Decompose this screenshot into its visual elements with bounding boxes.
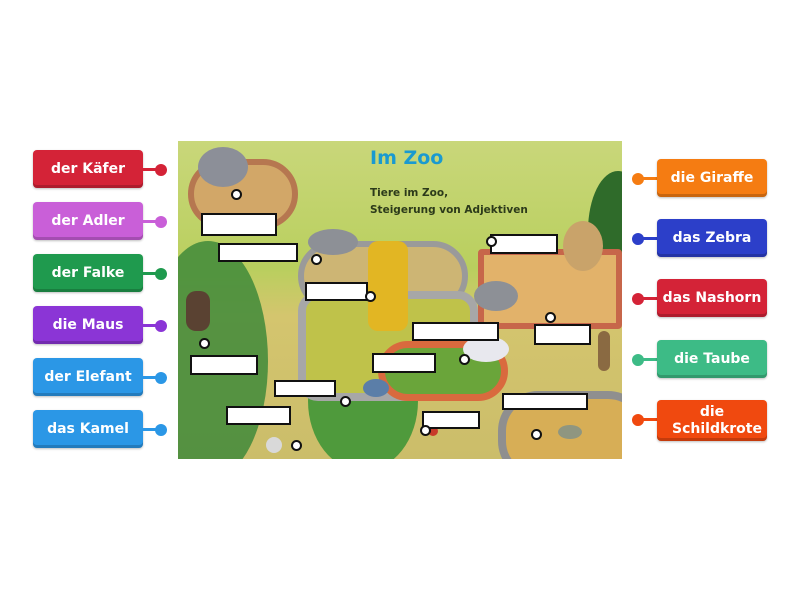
connector-dot[interactable]: [632, 293, 644, 305]
connector-dot[interactable]: [632, 173, 644, 185]
drop-box[interactable]: [372, 353, 436, 373]
drop-box[interactable]: [490, 234, 558, 254]
label-text: das Zebra: [672, 229, 752, 246]
pin-marker: [291, 440, 302, 451]
label-der-adler[interactable]: der Adler: [33, 202, 143, 240]
pin-marker: [545, 312, 556, 323]
label-die-maus[interactable]: die Maus: [33, 306, 143, 344]
connector-dot[interactable]: [632, 354, 644, 366]
eagle-figure: [186, 291, 210, 331]
label-die-taube[interactable]: die Taube: [657, 340, 767, 378]
connector-line: [143, 376, 157, 379]
connector-line: [640, 237, 658, 240]
label-text: der Adler: [51, 212, 125, 229]
label-text: die Taube: [674, 350, 750, 367]
label-text: das Kamel: [47, 420, 129, 437]
drop-box[interactable]: [412, 322, 499, 341]
connector-dot[interactable]: [632, 414, 644, 426]
drop-box[interactable]: [502, 393, 588, 410]
pin-marker: [531, 429, 542, 440]
giraffe-figure: [368, 241, 408, 331]
connector-line: [143, 168, 157, 171]
pin-marker: [199, 338, 210, 349]
drop-box[interactable]: [201, 213, 277, 236]
scene-title: Im Zoo: [370, 147, 444, 169]
connector-dot[interactable]: [155, 320, 167, 332]
pigeon-figure: [363, 379, 389, 397]
label-text: die Schildkrote: [672, 403, 762, 437]
connector-line: [143, 272, 157, 275]
label-die-giraffe[interactable]: die Giraffe: [657, 159, 767, 197]
label-text: der Elefant: [44, 368, 132, 385]
mouse-figure: [266, 437, 282, 453]
pin-marker: [420, 425, 431, 436]
drop-box[interactable]: [190, 355, 258, 375]
pin-marker: [365, 291, 376, 302]
pin-marker: [459, 354, 470, 365]
label-das-kamel[interactable]: das Kamel: [33, 410, 143, 448]
label-text: der Falke: [51, 264, 125, 281]
label-das-nashorn[interactable]: das Nashorn: [657, 279, 767, 317]
label-das-zebra[interactable]: das Zebra: [657, 219, 767, 257]
connector-line: [640, 297, 658, 300]
label-text: die Maus: [52, 316, 124, 333]
tree-foliage: [178, 241, 268, 459]
connector-dot[interactable]: [155, 216, 167, 228]
scene-subtitle: Tiere im Zoo, Steigerung von Adjektiven: [370, 187, 528, 216]
label-der-kaefer[interactable]: der Käfer: [33, 150, 143, 188]
connector-dot[interactable]: [632, 233, 644, 245]
connector-line: [143, 220, 157, 223]
connector-dot[interactable]: [155, 164, 167, 176]
pin-marker: [311, 254, 322, 265]
elephant-figure: [198, 147, 248, 187]
turtle-figure: [558, 425, 582, 439]
drop-box[interactable]: [305, 282, 368, 301]
connector-line: [143, 428, 157, 431]
drop-box[interactable]: [226, 406, 291, 425]
connector-line: [640, 358, 658, 361]
label-der-falke[interactable]: der Falke: [33, 254, 143, 292]
drop-box[interactable]: [534, 324, 591, 345]
connector-dot[interactable]: [155, 372, 167, 384]
drop-box[interactable]: [422, 411, 480, 429]
hippo-figure: [474, 281, 518, 311]
connector-line: [640, 418, 658, 421]
falcon-figure: [598, 331, 610, 371]
rhino-figure: [308, 229, 358, 255]
label-die-schildkrote[interactable]: die Schildkrote: [657, 400, 767, 441]
pin-marker: [231, 189, 242, 200]
label-text: die Giraffe: [670, 169, 754, 186]
label-der-elefant[interactable]: der Elefant: [33, 358, 143, 396]
drop-box[interactable]: [218, 243, 298, 262]
connector-line: [143, 324, 157, 327]
label-text: der Käfer: [50, 160, 126, 177]
drop-box[interactable]: [274, 380, 336, 397]
connector-line: [640, 177, 658, 180]
beetle-figure: [428, 426, 438, 436]
pin-marker: [486, 236, 497, 247]
connector-dot[interactable]: [155, 268, 167, 280]
camel-figure: [563, 221, 603, 271]
connector-dot[interactable]: [155, 424, 167, 436]
pin-marker: [340, 396, 351, 407]
label-text: das Nashorn: [662, 289, 762, 306]
